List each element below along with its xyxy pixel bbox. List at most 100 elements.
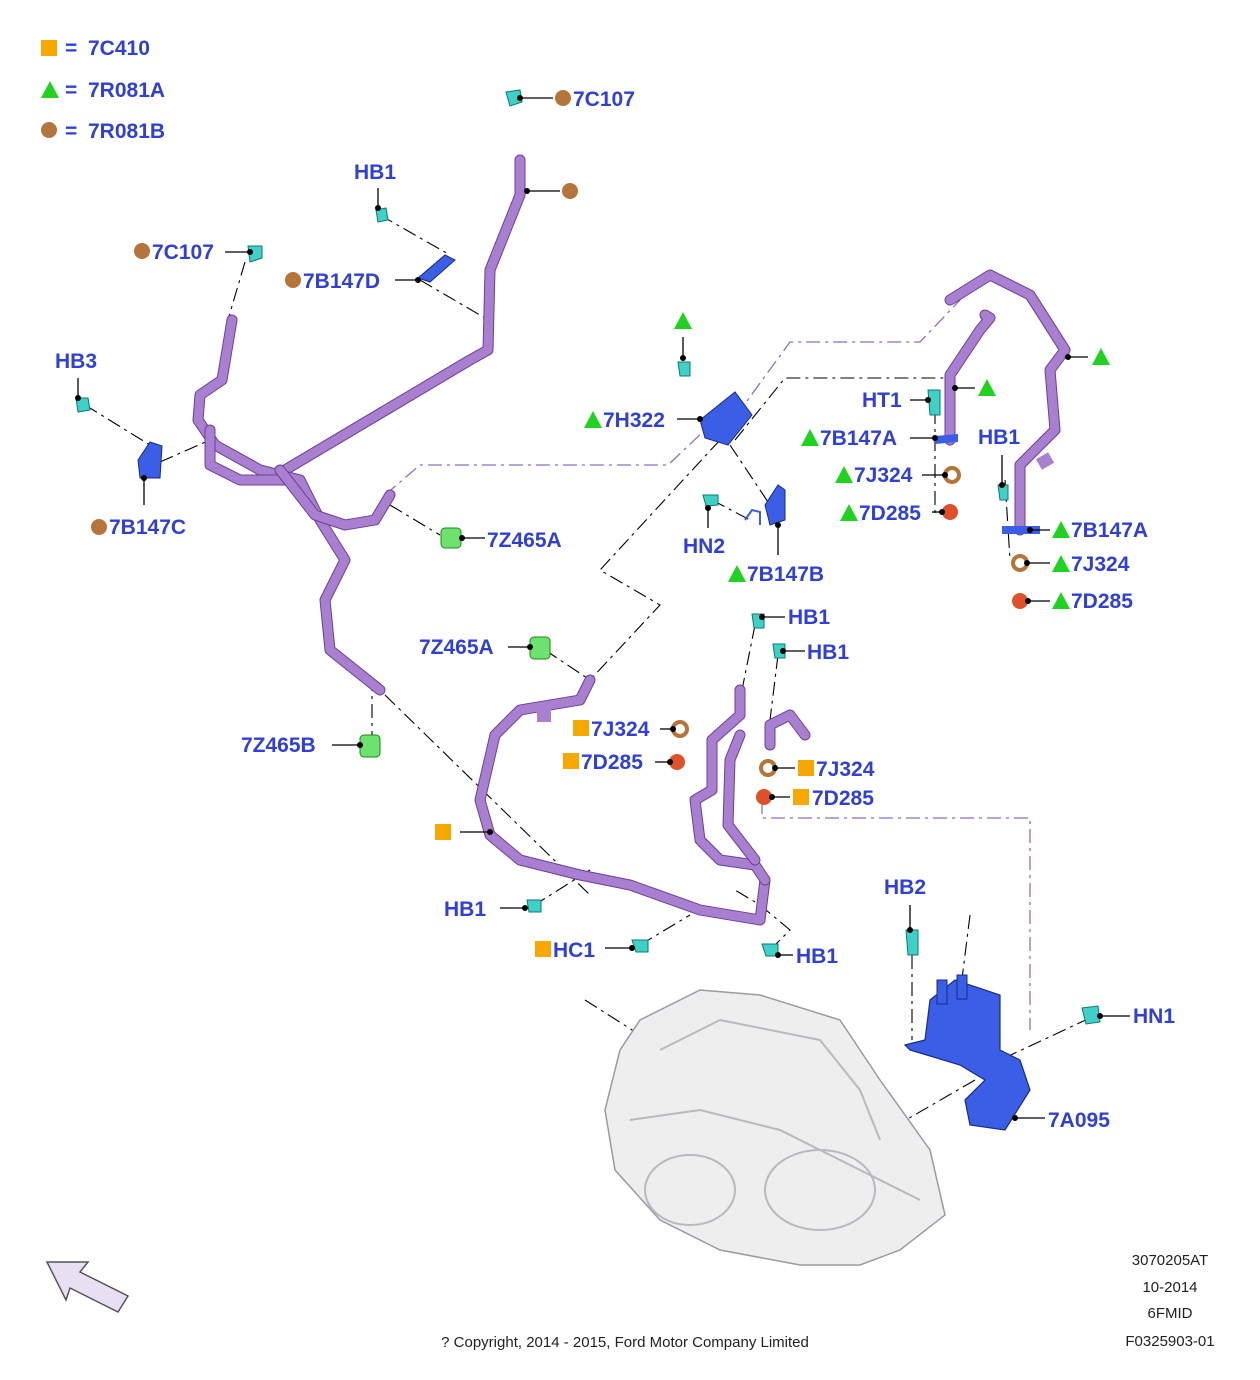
triangle-marker-icon <box>840 504 858 521</box>
square-marker-icon <box>793 789 809 805</box>
callout-label: 7J324 <box>1071 553 1130 576</box>
clip-icon <box>677 361 691 377</box>
clip-icon <box>772 643 786 659</box>
callout-label: 7J324 <box>591 718 650 741</box>
callout-label: HB2 <box>884 876 926 899</box>
grommet-7z465a-icon <box>440 527 462 549</box>
cooler-tube-right-short <box>945 310 995 445</box>
seal-icon <box>669 754 685 770</box>
transmission-housing-icon <box>604 989 946 1266</box>
callout-label: 7Z465B <box>241 734 316 757</box>
cooler-tubes <box>192 154 1071 926</box>
callout-label: 7A095 <box>1048 1109 1110 1132</box>
legend-code: 7R081B <box>88 120 165 143</box>
legend: = 7C410 = 7R081A = 7R081B <box>41 37 165 143</box>
triangle-marker-icon <box>835 466 853 483</box>
bracket-7b147a-icon <box>935 434 958 444</box>
triangle-marker-icon <box>1052 521 1070 538</box>
triangle-marker-icon <box>801 429 819 446</box>
callout-label: 7D285 <box>581 751 643 774</box>
cooler-tube-right-long <box>945 270 1070 535</box>
triangle-marker-icon <box>978 379 996 396</box>
triangle-marker-icon <box>584 411 602 428</box>
triangle-marker-icon <box>728 565 746 582</box>
parts <box>45 89 1101 1313</box>
callout-label: 7C107 <box>152 241 214 264</box>
clip-icon <box>702 494 719 507</box>
callout-label: 7J324 <box>816 758 875 781</box>
footer: 3070205AT 10-2014 6FMID F0325903-01 ? Co… <box>441 1252 1214 1351</box>
copyright: ? Copyright, 2014 - 2015, Ford Motor Com… <box>441 1334 809 1351</box>
triangle-marker-icon <box>1092 348 1110 365</box>
clip-icon <box>927 389 941 416</box>
cooler-tube-lower <box>475 675 770 925</box>
callout-label: 7B147A <box>1071 519 1148 542</box>
seal-icon <box>942 504 958 520</box>
cooler-tube-left <box>193 315 385 695</box>
callout-label: 7D285 <box>812 787 874 810</box>
legend-code: 7R081A <box>88 79 165 102</box>
clip-icon <box>505 89 523 107</box>
bracket-7b147d-icon <box>417 254 456 283</box>
grommet-7z465b-icon <box>359 734 381 758</box>
callout-labels: 7C107 HB1 7C107 7B147D HB3 7B147C 7Z465A… <box>55 88 1175 1132</box>
seal-icon <box>1012 593 1028 609</box>
drawing-part-code: F0325903-01 <box>1125 1333 1214 1350</box>
legend-code: 7C410 <box>88 37 150 60</box>
callout-label: 7D285 <box>859 502 921 525</box>
callout-label: HN1 <box>1133 1005 1175 1028</box>
bracket-7b147b-icon <box>764 484 786 526</box>
callout-label: 7D285 <box>1071 590 1133 613</box>
front-arrow-icon <box>45 1261 130 1313</box>
callout-label: HB1 <box>354 161 396 184</box>
seal-icon <box>756 789 772 805</box>
legend-square-icon <box>41 40 57 56</box>
legend-eq: = <box>65 120 77 143</box>
callout-label: HB1 <box>978 426 1020 449</box>
callout-label: 7H322 <box>603 409 665 432</box>
clip-icon <box>631 939 649 953</box>
cooler-tube-upper <box>280 155 525 475</box>
callout-label: 7B147A <box>820 427 897 450</box>
callout-leaders <box>75 95 1130 1121</box>
clip-icon <box>526 899 542 913</box>
bracket-7h322-icon <box>699 391 753 446</box>
callout-label: HB1 <box>444 898 486 921</box>
circle-marker-icon <box>91 519 107 535</box>
legend-eq: = <box>65 79 77 102</box>
clip-icon <box>1081 1005 1101 1025</box>
oil-cooler-7a095-icon <box>903 979 1031 1131</box>
clip-icon <box>75 397 91 413</box>
grommet-7z465a-icon <box>529 636 551 660</box>
triangle-marker-icon <box>674 312 692 329</box>
legend-circle-icon <box>41 122 57 138</box>
drawing-code: 3070205AT <box>1132 1252 1208 1269</box>
square-marker-icon <box>535 941 551 957</box>
circle-marker-icon <box>285 272 301 288</box>
square-marker-icon <box>573 720 589 736</box>
drawing-date: 10-2014 <box>1142 1279 1197 1296</box>
circle-marker-icon <box>562 183 578 199</box>
clip-icon <box>375 207 389 223</box>
legend-triangle-icon <box>41 81 59 98</box>
drawing-model: 6FMID <box>1148 1305 1193 1322</box>
legend-eq: = <box>65 37 77 60</box>
triangle-marker-icon <box>1052 592 1070 609</box>
square-marker-icon <box>563 753 579 769</box>
callout-label: 7Z465A <box>419 636 494 659</box>
cooler-tube-middle <box>690 685 770 885</box>
cooler-tube-branch <box>275 465 395 530</box>
callout-label: 7C107 <box>573 88 635 111</box>
circle-marker-icon <box>134 243 150 259</box>
square-marker-icon <box>798 760 814 776</box>
callout-label: HB1 <box>807 641 849 664</box>
callout-label: 7B147B <box>747 563 824 586</box>
square-marker-icon <box>435 824 451 840</box>
callout-label: HN2 <box>683 535 725 558</box>
callout-label: 7J324 <box>854 464 913 487</box>
callout-label: HB3 <box>55 350 97 373</box>
callout-label: HB1 <box>796 945 838 968</box>
callout-label: HB1 <box>788 606 830 629</box>
circle-marker-icon <box>555 90 571 106</box>
bracket-7b147c-icon <box>137 441 163 479</box>
